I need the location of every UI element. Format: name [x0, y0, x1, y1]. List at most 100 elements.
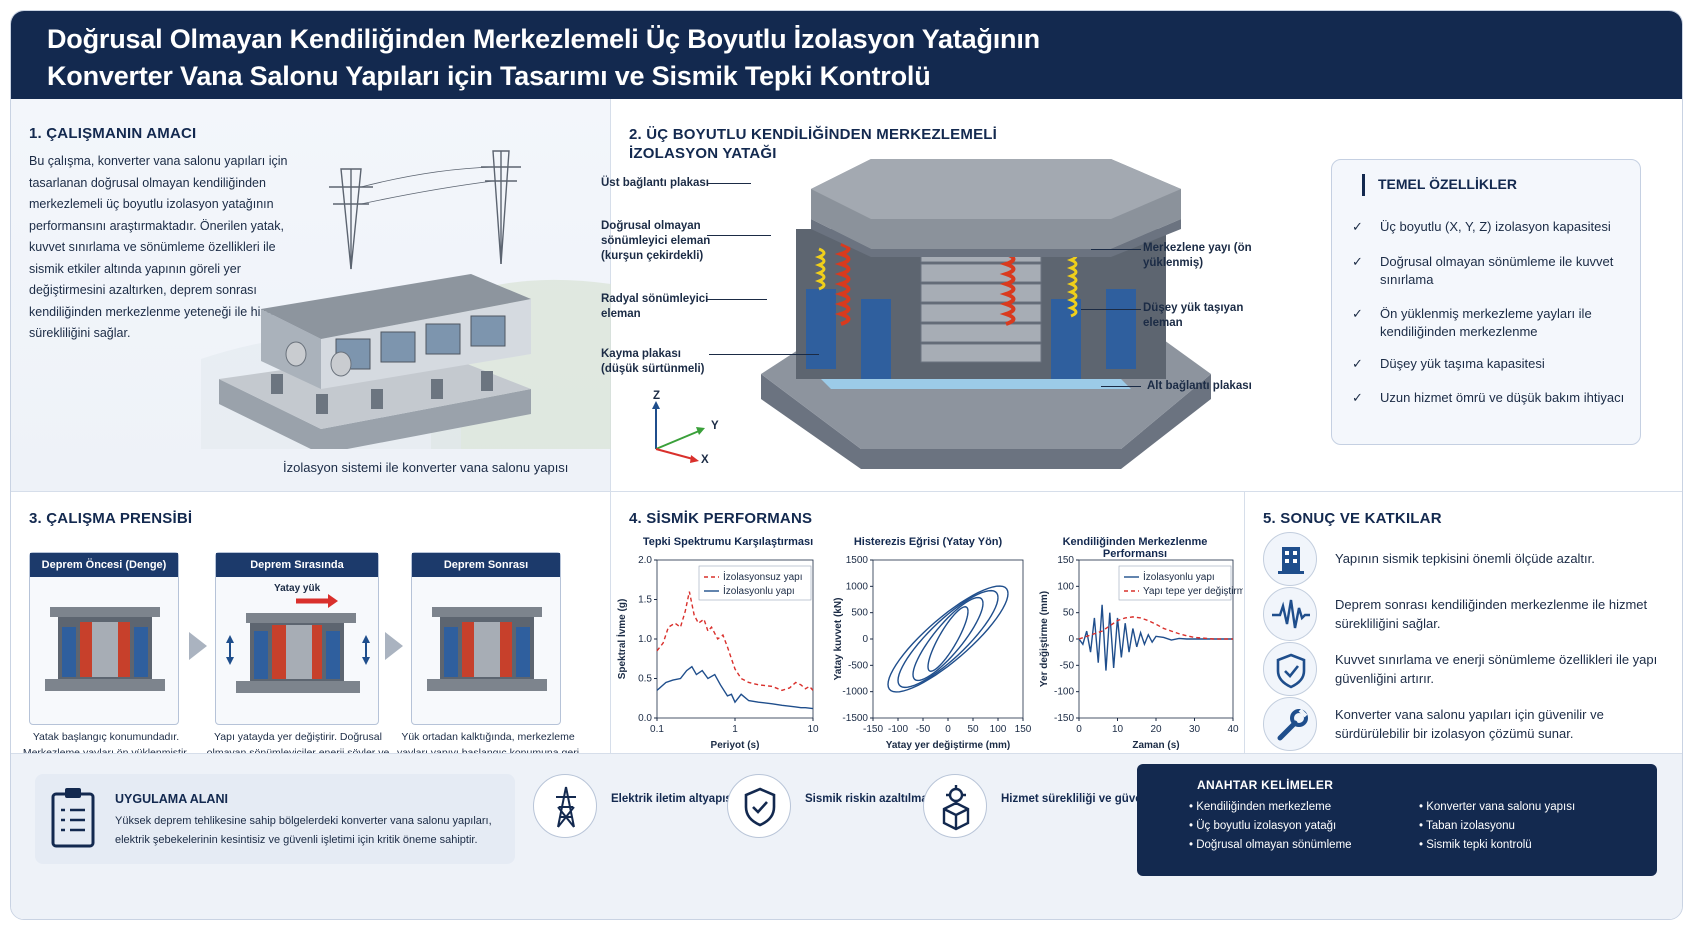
x-tick-label: 100: [990, 724, 1007, 735]
chart-title: Histerezis Eğrisi (Yatay Yön): [853, 536, 1003, 548]
section-title: 1. ÇALIŞMANIN AMACI: [29, 125, 197, 142]
infographic: Doğrusal Olmayan Kendiliğinden Merkezlem…: [10, 10, 1683, 920]
y-tick-label: 50: [1063, 608, 1075, 619]
keyword: • Konverter vana salonu yapısı: [1419, 801, 1576, 813]
section-purpose: 1. ÇALIŞMANIN AMACI Bu çalışma, konverte…: [11, 99, 611, 491]
keyword: • Taban izolasyonu: [1419, 820, 1515, 832]
leader-line: [707, 183, 751, 184]
legend-label: İzolasyonsuz yapı: [723, 570, 803, 583]
purpose-text: Bu çalışma, konverter vana salonu yapıla…: [29, 154, 288, 340]
footer: UYGULAMA ALANI Yüksek deprem tehlikesine…: [11, 753, 1682, 919]
illustration-caption: İzolasyon sistemi ile konverter vana sal…: [283, 460, 569, 475]
keyword: • Üç boyutlu izolasyon yatağı: [1189, 820, 1337, 832]
y-tick-label: 2.0: [638, 555, 652, 566]
x-tick-label: 20: [1150, 724, 1162, 735]
x-axis-label: Yatay yer değiştirme (mm): [886, 740, 1011, 751]
y-axis-label: Yer değiştirme (mm): [1039, 591, 1050, 687]
legend-label: İzolasyonlu yapı: [723, 584, 795, 597]
x-tick-label: -100: [888, 724, 908, 735]
x-tick-label: 0: [1076, 724, 1082, 735]
hysteresis-loop: [927, 606, 969, 672]
application-text: Yüksek deprem tehlikesine sahip bölgeler…: [115, 815, 492, 846]
lateral-load-label: Yatay yük: [274, 583, 321, 594]
y-tick-label: -150: [1054, 713, 1074, 724]
building-icon: [1263, 532, 1317, 586]
leader-line: [707, 299, 767, 300]
section-working-principle: 3. ÇALIŞMA PRENSİBİ Deprem Öncesi (Denge…: [11, 491, 611, 774]
x-tick-label: 50: [967, 724, 979, 735]
stage-header: Deprem Sonrası: [412, 553, 560, 577]
title-line-1: Doğrusal Olmayan Kendiliğinden Merkezlem…: [47, 24, 1040, 54]
section-title: 5. SONUÇ VE KATKILAR: [1263, 510, 1442, 527]
stage-header: Deprem Öncesi (Denge): [30, 553, 178, 577]
y-tick-label: 0.5: [638, 674, 652, 685]
keyword: • Kendiliğinden merkezleme: [1189, 801, 1332, 813]
bearing-mini-illustration: [45, 607, 165, 691]
hysteresis-loop: [912, 596, 984, 682]
x-tick-label: 10: [1112, 724, 1124, 735]
x-tick-label: -150: [863, 724, 883, 735]
leader-line: [709, 354, 819, 355]
waveform-icon: [1263, 587, 1317, 641]
x-axis-label: Periyot (s): [711, 740, 760, 751]
x-axis-label: Zaman (s): [1132, 740, 1179, 751]
y-tick-label: 1500: [846, 555, 869, 566]
result-item: Yapının sismik tepkisini önemli ölçüde a…: [1263, 532, 1682, 586]
series-line: [656, 665, 814, 710]
benefit-label: Elektrik iletim altyapısı: [611, 793, 736, 805]
clipboard-icon: [51, 788, 95, 848]
keywords-title: ANAHTAR KELİMELER: [1197, 778, 1334, 792]
keyword: • Sismik tepki kontrolü: [1419, 839, 1532, 851]
y-tick-label: 500: [851, 608, 868, 619]
keywords-box: ANAHTAR KELİMELER • Kendiliğinden merkez…: [1137, 764, 1657, 876]
check-icon: ✓: [1352, 306, 1363, 321]
y-tick-label: -50: [1060, 660, 1075, 671]
y-tick-label: 1000: [846, 581, 869, 592]
y-tick-label: 150: [1057, 555, 1074, 566]
leader-line: [1081, 309, 1141, 310]
result-item: Deprem sonrası kendiliğinden merkezlenme…: [1263, 587, 1682, 641]
bearing-mini-illustration: [427, 607, 547, 691]
y-tick-label: 0: [862, 634, 868, 645]
label-radial-damper: Radyal sönümleyici eleman: [601, 293, 709, 320]
header: Doğrusal Olmayan Kendiliğinden Merkezlem…: [11, 11, 1682, 99]
arrow-right-icon: [189, 632, 207, 660]
section-bearing: 2. ÜÇ BOYUTLU KENDİLİĞİNDEN MERKEZLEMELİ…: [601, 99, 1682, 491]
section-conclusions: 5. SONUÇ VE KATKILAR Yapının sismik tepk…: [1245, 491, 1682, 753]
leader-line: [1091, 249, 1141, 250]
chart-title: Tepki Spektrumu Karşılaştırması: [642, 536, 814, 548]
leader-line: [707, 235, 771, 236]
features-title: TEMEL ÖZELLİKLER: [1378, 176, 1517, 192]
axis-z-label: Z: [653, 390, 661, 402]
legend-box: [1118, 565, 1232, 601]
coordinate-axes: Z Y X: [641, 389, 731, 469]
transmission-tower-icon: [533, 774, 597, 838]
plot-frame: [872, 559, 1024, 719]
chart-title: Kendiliğinden Merkezlenme Performansı: [1062, 536, 1208, 560]
check-icon: ✓: [1352, 356, 1363, 371]
y-axis-label: Yatay kuvvet (kN): [833, 598, 844, 681]
wrench-icon: [1263, 697, 1317, 751]
series-line: [1078, 604, 1233, 671]
y-tick-label: 0: [1068, 634, 1074, 645]
y-tick-label: -1500: [842, 713, 868, 724]
stage-after: Deprem Sonrası: [411, 552, 561, 725]
arrow-right-icon: [385, 632, 403, 660]
hysteresis-loop: [897, 589, 999, 689]
check-icon: ✓: [1352, 390, 1363, 405]
result-item: Kuvvet sınırlama ve enerji sönümleme öze…: [1263, 642, 1682, 696]
y-tick-label: -500: [848, 660, 868, 671]
application-area: UYGULAMA ALANI Yüksek deprem tehlikesine…: [35, 774, 515, 864]
section-title: 3. ÇALIŞMA PRENSİBİ: [29, 510, 193, 527]
transmission-tower-icon: [329, 150, 521, 270]
label-vertical-element: Düşey yük taşıyan eleman: [1143, 302, 1244, 329]
x-tick-label: 30: [1189, 724, 1201, 735]
application-title: UYGULAMA ALANI: [115, 792, 228, 806]
benefit-label: Hizmet sürekliliği ve güvenilirlik: [1001, 793, 1176, 805]
y-axis-label: Spektral İvme (g): [615, 599, 628, 680]
keyword: • Doğrusal olmayan sönümleme: [1189, 839, 1352, 851]
title-line-2: Konverter Vana Salonu Yapıları için Tasa…: [47, 61, 931, 91]
y-tick-label: 0.0: [638, 713, 652, 724]
